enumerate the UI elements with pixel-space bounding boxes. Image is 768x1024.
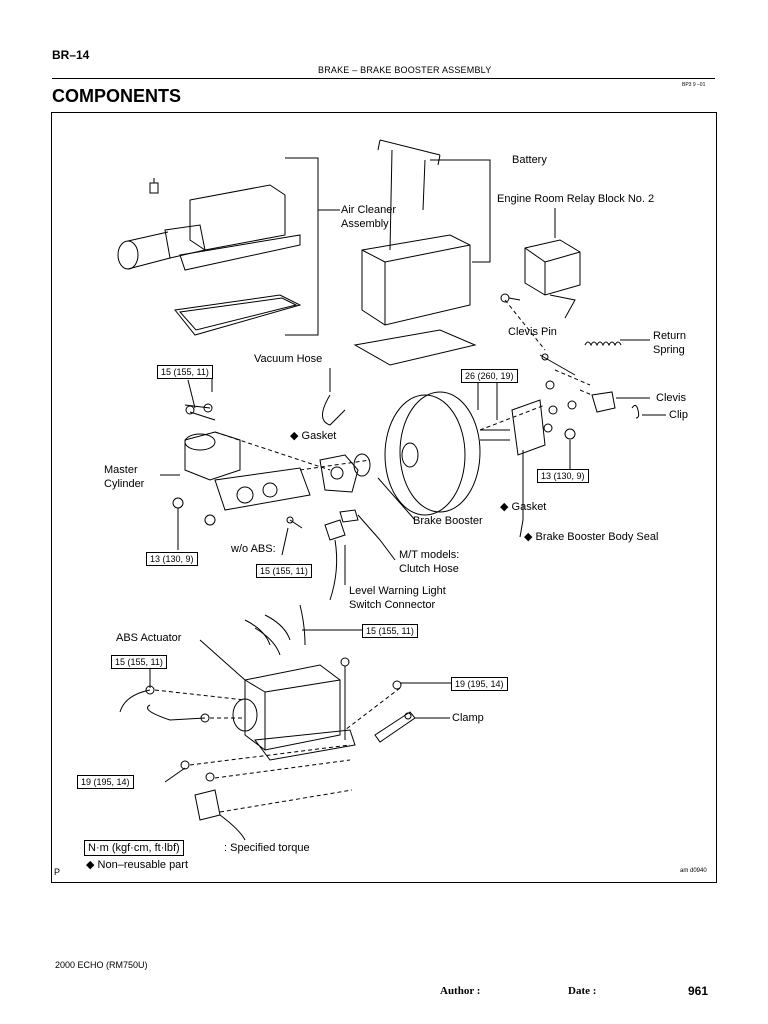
return-spring-label-1: Return: [653, 330, 687, 342]
spring-clevis-drawing: [539, 339, 666, 469]
clutch-hose-drawing: [281, 509, 396, 601]
torque-box: 13 (130, 9): [146, 552, 198, 566]
page-number: 961: [688, 984, 709, 998]
legend-nonreusable: ◆ Non–reusable part: [86, 859, 189, 871]
gasket-label-2: ◆ Gasket: [500, 501, 547, 513]
relay-block-label: Engine Room Relay Block No. 2: [497, 193, 655, 205]
battery-drawing: [353, 139, 491, 366]
header-rule: [52, 78, 715, 79]
illustration-code: am d0940: [680, 868, 707, 874]
wo-abs-label: w/o ABS:: [231, 543, 276, 555]
battery-label: Battery: [512, 154, 547, 166]
master-cylinder-drawing: [160, 379, 311, 550]
brake-booster-drawing: [319, 382, 546, 538]
clevis-pin-label: Clevis Pin: [508, 326, 557, 338]
footer-date: Date :: [568, 985, 597, 997]
body-seal-label: ◆ Brake Booster Body Seal: [524, 531, 659, 543]
section-header: BRAKE – BRAKE BOOSTER ASSEMBLY: [318, 65, 492, 75]
abs-actuator-label: ABS Actuator: [116, 632, 182, 644]
vacuum-hose-label: Vacuum Hose: [254, 353, 323, 365]
footer-model: 2000 ECHO (RM750U): [55, 960, 148, 970]
mt-models-label-2: Clutch Hose: [399, 563, 459, 575]
gasket-label-1: ◆ Gasket: [290, 430, 337, 442]
diagram-frame: [51, 112, 717, 883]
brake-booster-label: Brake Booster: [413, 515, 483, 527]
torque-box: 26 (260, 19): [461, 369, 518, 383]
torque-box: 15 (155, 11): [362, 624, 418, 638]
footer-author: Author :: [440, 985, 481, 997]
air-cleaner-bracket: [285, 157, 340, 336]
level-warning-label-1: Level Warning Light: [349, 585, 446, 597]
abs-actuator-drawing: [119, 604, 452, 841]
torque-box: 19 (195, 14): [451, 677, 508, 691]
legend-unit-desc: : Specified torque: [224, 842, 310, 854]
air-cleaner-drawing: [117, 178, 302, 336]
alignment-lines: [154, 299, 593, 813]
air-cleaner-label-2: Assembly: [341, 218, 389, 230]
torque-box: 15 (155, 11): [256, 564, 312, 578]
torque-box: 15 (155, 11): [111, 655, 167, 669]
mt-models-label-1: M/T models:: [399, 549, 460, 561]
page-code: BR–14: [52, 48, 90, 62]
torque-box: 19 (195, 14): [77, 775, 134, 789]
clevis-label: Clevis: [656, 392, 686, 404]
relay-block-drawing: [500, 208, 581, 319]
p-mark: P: [54, 867, 61, 877]
page-title: COMPONENTS: [52, 86, 182, 106]
vacuum-hose-drawing: [322, 368, 346, 426]
reference-code: BP3 9 –01: [682, 82, 706, 88]
clip-label: Clip: [669, 409, 688, 421]
air-cleaner-label-1: Air Cleaner: [341, 204, 397, 216]
master-cylinder-label-2: Cylinder: [104, 478, 145, 490]
torque-box: 13 (130, 9): [537, 469, 589, 483]
torque-box: 15 (155, 11): [157, 365, 213, 379]
level-warning-label-2: Switch Connector: [349, 599, 436, 611]
leader-lines: [211, 378, 479, 410]
return-spring-label-2: Spring: [653, 344, 685, 356]
clamp-label: Clamp: [452, 712, 484, 724]
legend-unit-box: N·m (kgf·cm, ft·lbf): [84, 840, 184, 856]
master-cylinder-label-1: Master: [104, 464, 138, 476]
